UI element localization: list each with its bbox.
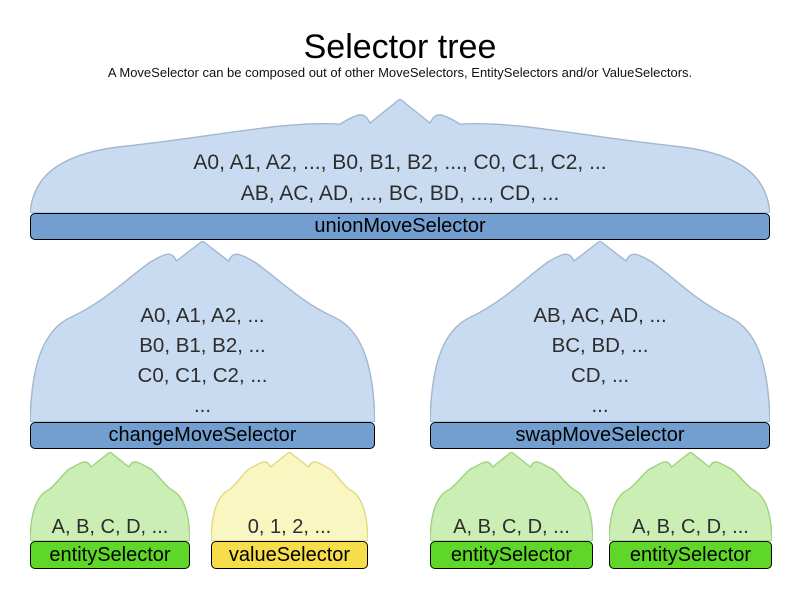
- entity-right-items-line: A, B, C, D, ...: [632, 516, 749, 538]
- entity-mid-funnel-arrow-shape: [430, 452, 593, 541]
- swap-items-line: BC, BD, ...: [551, 334, 649, 357]
- page-subtitle: A MoveSelector can be composed out of ot…: [107, 65, 693, 80]
- entity-right-funnel-items: A, B, C, D, ...: [609, 514, 772, 540]
- swap-funnel-items: AB, AC, AD, ... BC, BD, ... CD, ... ...: [430, 301, 770, 421]
- entity-selector-bar-left: entitySelector: [30, 541, 190, 569]
- swap-move-selector-label: swapMoveSelector: [515, 424, 685, 446]
- entity-selector-funnel-mid: A, B, C, D, ...: [430, 452, 593, 541]
- entity-selector-funnel-right: A, B, C, D, ...: [609, 452, 772, 541]
- swap-items-line: CD, ...: [570, 364, 630, 387]
- value-items-line: 0, 1, 2, ...: [247, 516, 332, 538]
- swap-move-selector-bar: swapMoveSelector: [430, 422, 770, 449]
- value-selector-label: valueSelector: [228, 543, 351, 566]
- entity-selector-bar-right: entitySelector: [609, 541, 772, 569]
- entity-selector-label: entitySelector: [49, 543, 171, 566]
- union-move-selector-label: unionMoveSelector: [314, 215, 486, 237]
- change-items-line: A0, A1, A2, ...: [140, 304, 265, 327]
- value-selector-bar: valueSelector: [211, 541, 368, 569]
- swap-move-selector-funnel: AB, AC, AD, ... BC, BD, ... CD, ... ...: [430, 241, 770, 422]
- entity-mid-funnel-items: A, B, C, D, ...: [430, 514, 593, 540]
- union-funnel-items: A0, A1, A2, ..., B0, B1, B2, ..., C0, C1…: [30, 147, 770, 209]
- change-move-selector-label: changeMoveSelector: [108, 424, 297, 446]
- union-items-line: A0, A1, A2, ..., B0, B1, B2, ..., C0, C1…: [193, 151, 607, 174]
- change-move-selector-funnel: A0, A1, A2, ... B0, B1, B2, ... C0, C1, …: [30, 241, 375, 422]
- change-items-line: B0, B1, B2, ...: [139, 334, 266, 357]
- value-selector-funnel: 0, 1, 2, ...: [211, 452, 368, 541]
- page-title: Selector tree: [303, 28, 497, 66]
- value-funnel-arrow-shape: [211, 452, 368, 541]
- swap-funnel-arrow-shape: [430, 241, 770, 422]
- entity-left-funnel-items: A, B, C, D, ...: [30, 514, 190, 540]
- entity-selector-bar-mid: entitySelector: [430, 541, 593, 569]
- change-funnel-arrow-shape: [30, 241, 375, 422]
- swap-items-line: ...: [591, 394, 609, 417]
- change-items-line: C0, C1, C2, ...: [137, 364, 268, 387]
- union-move-selector-bar: unionMoveSelector: [30, 213, 770, 240]
- change-funnel-items: A0, A1, A2, ... B0, B1, B2, ... C0, C1, …: [30, 301, 375, 421]
- value-funnel-items: 0, 1, 2, ...: [211, 514, 368, 540]
- entity-left-funnel-arrow-shape: [30, 452, 190, 541]
- swap-items-line: AB, AC, AD, ...: [533, 304, 667, 327]
- entity-selector-label: entitySelector: [450, 543, 573, 566]
- entity-selector-funnel-left: A, B, C, D, ...: [30, 452, 190, 541]
- change-move-selector-bar: changeMoveSelector: [30, 422, 375, 449]
- union-funnel-arrow-shape: [30, 99, 770, 213]
- entity-mid-items-line: A, B, C, D, ...: [453, 516, 570, 538]
- entity-left-items-line: A, B, C, D, ...: [51, 516, 169, 538]
- union-items-line: AB, AC, AD, ..., BC, BD, ..., CD, ...: [240, 182, 560, 205]
- change-items-line: ...: [193, 394, 212, 417]
- entity-right-funnel-arrow-shape: [609, 452, 772, 541]
- union-move-selector-funnel: A0, A1, A2, ..., B0, B1, B2, ..., C0, C1…: [30, 99, 770, 213]
- entity-selector-label: entitySelector: [629, 543, 752, 566]
